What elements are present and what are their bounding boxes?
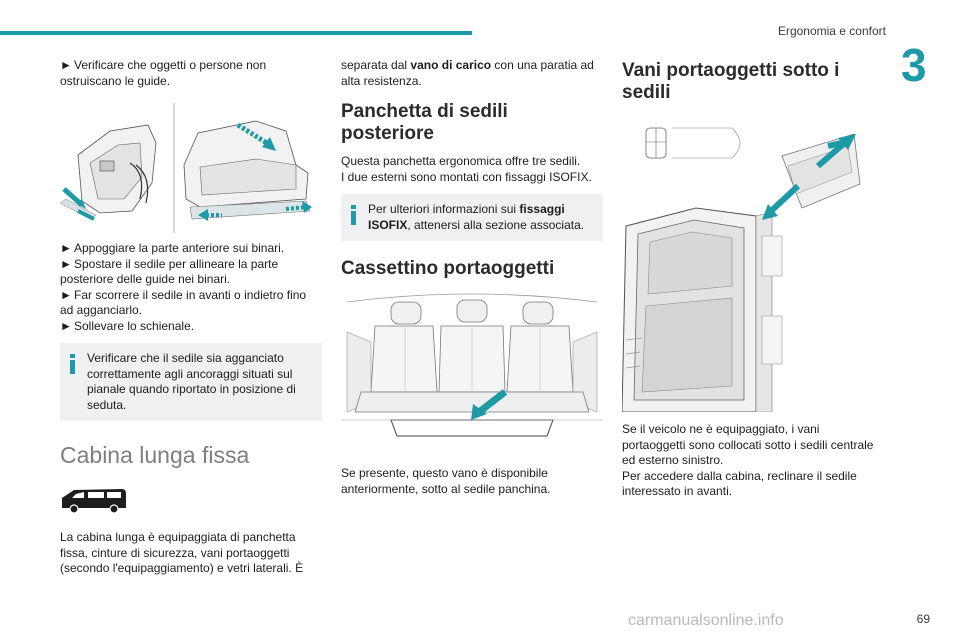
info-note-isofix: Per ulteriori informazioni sui fissaggi …	[341, 194, 603, 241]
info-note-text: Verificare che il sedile sia agganciato …	[87, 351, 296, 412]
step-item: ►Spostare il sedile per allineare la par…	[60, 256, 279, 287]
cassettino-text: Se presente, questo vano è disponibile a…	[341, 466, 551, 496]
section-title: Ergonomia e confort	[777, 24, 886, 38]
cabina-text: La cabina lunga è equipaggiata di panche…	[60, 530, 304, 575]
step-item: ►Far scorrere il sedile in avanti o indi…	[60, 287, 307, 318]
column-1: ►Verificare che oggetti o persone non os…	[60, 58, 322, 577]
column-2: separata dal vano di carico con una para…	[341, 58, 603, 497]
header-accent-bar	[0, 31, 472, 35]
info-icon	[350, 205, 356, 225]
vani-text-1: Se il veicolo ne è equipaggiato, i vani …	[622, 422, 874, 467]
step-arrow-icon: ►	[60, 318, 72, 333]
continued-paragraph: separata dal vano di carico con una para…	[341, 58, 594, 88]
panchetta-line-2: I due esterni sono montati con fissaggi …	[341, 169, 592, 184]
heading-panchetta: Panchetta di sedili posteriore	[341, 101, 508, 144]
step-arrow-icon: ►	[60, 58, 72, 72]
step-item: ►Sollevare lo schienale.	[60, 318, 195, 333]
under-seat-storage-figure	[622, 116, 862, 412]
van-icon	[62, 489, 126, 514]
storage-drawer-figure	[341, 292, 603, 452]
page-number: 69	[916, 612, 930, 626]
intro-step: ►Verificare che oggetti o persone non os…	[60, 58, 267, 88]
chapter-number: 3	[901, 39, 927, 91]
vani-text-2: Per accedere dalla cabina, reclinare il …	[622, 468, 857, 499]
info-note-isofix-text: Per ulteriori informazioni sui fissaggi …	[368, 202, 585, 232]
panchetta-line-1: Questa panchetta ergonomica offre tre se…	[341, 154, 581, 168]
step-arrow-icon: ►	[60, 287, 72, 302]
column-3: Vani portaoggetti sotto i sedili Se il v…	[622, 58, 884, 500]
info-note: Verificare che il sedile sia agganciato …	[60, 343, 322, 421]
seat-installation-figure	[60, 103, 322, 233]
step-list: ►Appoggiare la parte anteriore sui binar…	[60, 241, 322, 334]
step-item: ►Appoggiare la parte anteriore sui binar…	[60, 241, 285, 255]
step-arrow-icon: ►	[60, 256, 72, 271]
heading-cabina-lunga-fissa: Cabina lunga fissa	[60, 442, 250, 468]
heading-cassettino: Cassettino portaoggetti	[341, 258, 555, 279]
step-arrow-icon: ►	[60, 241, 72, 255]
info-icon	[69, 354, 75, 374]
heading-vani-portaoggetti: Vani portaoggetti sotto i sedili	[622, 60, 840, 103]
watermark: carmanualsonline.info	[628, 612, 784, 629]
